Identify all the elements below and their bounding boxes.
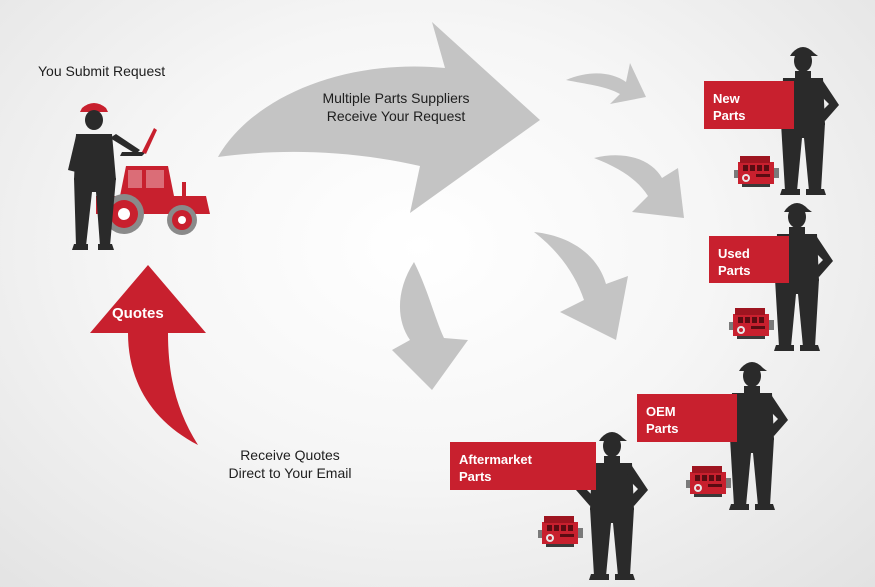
suppliers-receive-label: Multiple Parts Suppliers Receive Your Re… <box>306 89 486 125</box>
aftermarket-parts-line-1: Aftermarket <box>459 452 532 467</box>
receive-line-2: Direct to Your Email <box>228 465 352 481</box>
arrow-to-used-parts <box>594 155 684 218</box>
used-parts-line-1: Used <box>718 246 750 261</box>
quotes-label: Quotes <box>112 305 164 322</box>
oem-parts-line-2: Parts <box>646 421 679 436</box>
engine-aftermarket-icon <box>538 516 583 547</box>
main-request-arrow <box>218 22 540 213</box>
new-parts-line-2: Parts <box>713 108 746 123</box>
engine-oem-icon <box>686 466 731 497</box>
submit-request-label: You Submit Request <box>38 63 166 79</box>
oem-parts-line-1: OEM <box>646 404 676 419</box>
suppliers-line-2: Receive Your Request <box>326 108 466 124</box>
arrow-to-oem-parts <box>534 232 628 340</box>
aftermarket-parts-line-2: Parts <box>459 469 492 484</box>
engine-new-icon <box>734 156 779 187</box>
used-parts-line-2: Parts <box>718 263 751 278</box>
new-parts-line-1: New <box>713 91 740 106</box>
requester-silhouette <box>68 103 157 250</box>
tractor-icon <box>96 166 210 235</box>
aftermarket-parts-label: Aftermarket Parts <box>450 442 596 490</box>
arrow-to-aftermarket-parts <box>392 262 468 390</box>
suppliers-line-1: Multiple Parts Suppliers <box>322 90 470 106</box>
arrow-to-new-parts <box>566 63 646 104</box>
receive-quotes-label: Receive Quotes Direct to Your Email <box>210 446 370 482</box>
used-parts-label: Used Parts <box>709 236 789 283</box>
oem-parts-label: OEM Parts <box>637 394 737 442</box>
new-parts-label: New Parts <box>704 81 794 129</box>
engine-used-icon <box>729 308 774 339</box>
receive-line-1: Receive Quotes <box>240 447 340 463</box>
quotes-return-arrow <box>90 265 206 445</box>
